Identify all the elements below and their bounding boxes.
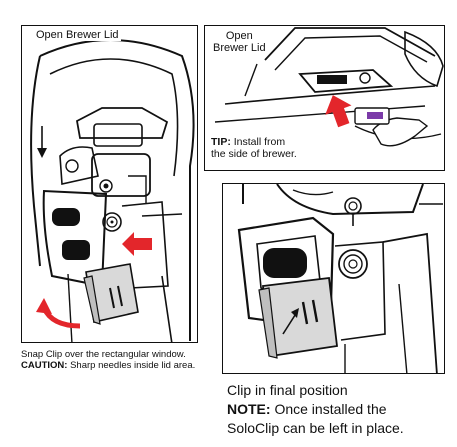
red-arrow-icon	[122, 232, 152, 256]
clip-icon	[83, 263, 139, 325]
clip-installed-illustration	[237, 184, 443, 373]
red-arrow-icon	[325, 95, 352, 128]
panel-open-lid: Open Brewer Lid	[21, 25, 198, 343]
tip-text: TIP: Install from the side of brewer.	[211, 136, 297, 160]
left-caption: Snap Clip over the rectangular window. C…	[21, 349, 196, 371]
panel-side-install: Open Brewer Lid TIP: Install from the si…	[204, 25, 445, 171]
panel-final-position	[222, 183, 445, 374]
open-brewer-lid-label: Open Brewer Lid	[213, 30, 266, 54]
clip-icon	[258, 276, 338, 359]
brewer-side-illustration	[214, 27, 444, 147]
right-caption: Clip in final position NOTE: Once instal…	[227, 382, 404, 436]
brewer-lid-illustration	[30, 39, 195, 342]
open-brewer-lid-label: Open Brewer Lid	[34, 29, 121, 41]
